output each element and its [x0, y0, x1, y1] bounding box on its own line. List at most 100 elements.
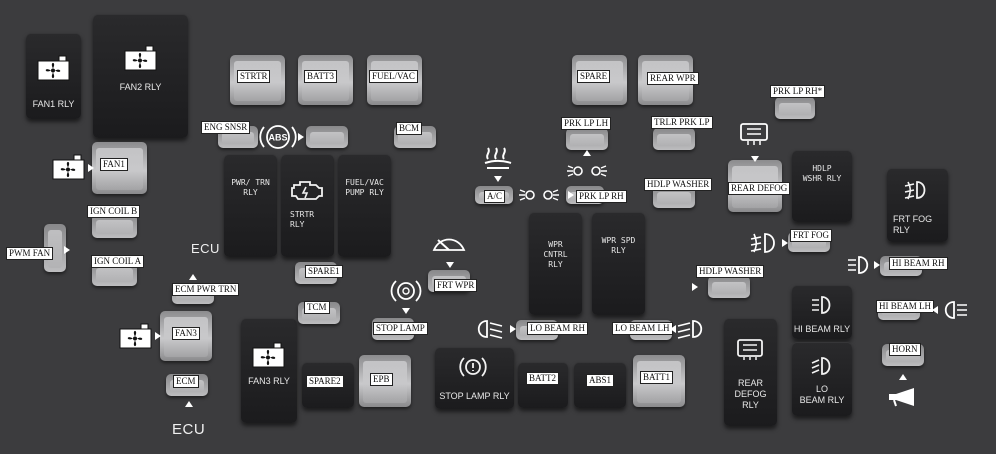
batt1-label: BATT1 [640, 371, 673, 384]
high-beam-icon [944, 301, 967, 319]
epb-label: EPB [370, 373, 393, 386]
hdlp-washer-mid-fuse [708, 276, 750, 298]
fan3-relay: FAN3 RLY [241, 318, 297, 423]
high-beam-icon [812, 296, 831, 314]
trlr-prk-lp-fuse [653, 128, 695, 150]
ign-coil-b-label: IGN COIL B [87, 205, 141, 218]
pwr-trn-relay-label: PWR/ TRN RLY [231, 178, 270, 197]
bcm-label: BCM [396, 122, 423, 135]
prk-lp-rh-star-fuse [775, 97, 815, 119]
lo-beam-relay-label: LO BEAM RLY [799, 384, 845, 405]
low-beam-icon [811, 357, 831, 375]
spare2-label: SPARE2 [306, 375, 344, 388]
hi-beam-lh-arrow [932, 306, 938, 314]
lo-beam-rh-label: LO BEAM RH [527, 322, 589, 335]
batt2-label: BATT2 [526, 372, 559, 385]
ecm-label: ECM [173, 375, 199, 388]
pwm-fan-arrow [64, 246, 70, 254]
fan-icon [252, 342, 285, 368]
a-c-label: A/C [484, 190, 506, 203]
prk-lp-rh-arrow [568, 191, 574, 199]
abs-fuse [306, 126, 348, 148]
ecm-pwr-trn-label: ECM PWR TRN [172, 283, 240, 296]
hi-beam-rh-label: HI BEAM RH [889, 257, 948, 270]
windshield-defrost-icon [484, 147, 512, 169]
horn-icon [889, 388, 914, 407]
fan-icon [124, 45, 157, 71]
abs-arrow [298, 133, 304, 141]
ecm-arrow [185, 401, 193, 407]
parking-light-icon [567, 165, 607, 177]
pwr-trn-relay: PWR/ TRN RLY [224, 154, 277, 257]
rear-defog-relay: REAR DEFOG RLY [724, 318, 777, 426]
ecu-bottom-label: ECU [172, 421, 206, 438]
hdlp-washer-mid-label: HDLP WASHER [696, 265, 765, 278]
engine-warning-icon [291, 181, 323, 200]
batt2-fuse-base [518, 362, 568, 408]
fan-icon [52, 154, 85, 180]
ign-coil-a-label: IGN COIL A [91, 255, 145, 268]
hdlp-washer-top-label: HDLP WASHER [644, 178, 713, 191]
fuel-vac-label: FUEL/VAC [369, 70, 418, 83]
prk-lp-rh-label: PRK LP RH [576, 190, 627, 203]
a-c-arrow [494, 176, 502, 182]
spare1-label: SPARE1 [305, 265, 343, 278]
fan3-relay-label: FAN3 RLY [248, 376, 290, 386]
frt-fog-arrow [782, 239, 788, 247]
hi-beam-relay: HI BEAM RLY [792, 285, 852, 339]
hdlp-washer-arrow [692, 283, 698, 291]
fan1-relay: FAN1 RLY [26, 33, 81, 119]
wpr-spd-relay-label: WPR SPD RLY [601, 236, 636, 255]
prk-lp-lh-arrow [583, 150, 591, 156]
high-beam-icon [848, 256, 869, 274]
prk-lp-lh-label: PRK LP LH [561, 117, 612, 130]
abs-badge-text: ABS [268, 133, 287, 143]
prk-lp-rh-star-label: PRK LP RH* [770, 85, 826, 98]
hdlp-wshr-relay-label: HDLP WSHR RLY [802, 164, 842, 183]
stop-lamp-relay: STOP LAMP RLY [435, 347, 514, 409]
horn-label: HORN [889, 343, 921, 356]
batt3-label: BATT3 [304, 70, 337, 83]
fog-light-icon [750, 233, 775, 253]
rear-defog-label: REAR DEFOG [728, 182, 791, 195]
lo-beam-lh-arrow [670, 325, 676, 333]
fan-icon [37, 55, 70, 81]
hi-beam-relay-label: HI BEAM RLY [793, 324, 851, 334]
wpr-cntrl-relay-label: WPR CNTRL RLY [543, 240, 568, 269]
frt-fog-relay: FRT FOG RLY [887, 168, 948, 242]
fan2-relay-label: FAN2 RLY [119, 82, 162, 92]
fan1-label: FAN1 [100, 158, 128, 171]
strtr-relay-label: STRTR RLY [290, 210, 315, 229]
hi-beam-lh-label: HI BEAM LH [876, 300, 934, 313]
lo-beam-relay: LO BEAM RLY [792, 342, 852, 416]
prk-lp-lh-fuse [566, 128, 608, 150]
lo-beam-rh-arrow [510, 325, 516, 333]
abs-icon: ABS [259, 125, 297, 149]
spare-label: SPARE [577, 70, 611, 83]
tcm-label: TCM [304, 301, 330, 314]
strtr-label: STRTR [237, 70, 271, 83]
rear-wpr-label: REAR WPR [647, 72, 699, 85]
ign-coil-b-fuse [92, 214, 137, 238]
horn-arrow [899, 374, 907, 380]
frt-fog-label: FRT FOG [790, 229, 833, 242]
abs1-label: ABS1 [586, 374, 615, 387]
frt-fog-relay-label: FRT FOG RLY [893, 214, 933, 235]
fan3-label: FAN3 [172, 327, 200, 340]
eng-snsr-label: ENG SNSR [201, 121, 251, 134]
stop-lamp-icon [459, 357, 487, 377]
wpr-spd-relay: WPR SPD RLY [592, 212, 645, 315]
frt-wpr-arrow [446, 262, 454, 268]
rear-defrost-icon [737, 339, 763, 360]
low-beam-icon [677, 320, 703, 339]
hi-beam-rh-arrow [874, 261, 880, 269]
wiper-icon [432, 238, 466, 251]
fan2-relay: FAN2 RLY [93, 14, 188, 138]
wpr-cntrl-relay: WPR CNTRL RLY [529, 212, 582, 315]
stop-lamp-label: STOP LAMP [373, 322, 428, 335]
hdlp-wshr-relay: HDLP WSHR RLY [792, 150, 852, 222]
fan1-arrow [88, 164, 94, 172]
lo-beam-lh-label: LO BEAM LH [612, 322, 673, 335]
fuel-vac-pump-relay-label: FUEL/VAC PUMP RLY [345, 178, 384, 197]
